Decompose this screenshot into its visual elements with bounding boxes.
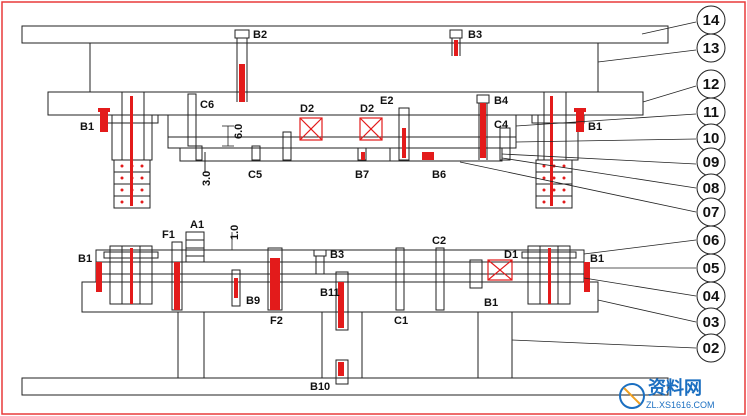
label-e2: E2 (380, 95, 393, 107)
label-dim-3: 3.0 (201, 171, 213, 186)
part-11: 11 (703, 104, 719, 121)
part-14: 14 (703, 12, 720, 29)
label-b3-top: B3 (468, 29, 482, 41)
bottom-clamp-plate (21, 377, 669, 396)
upper-backing-plate (47, 91, 644, 116)
label-dim-6: 6.0 (233, 124, 245, 139)
label-b3-low: B3 (330, 249, 344, 261)
die-plate-04 (95, 273, 585, 283)
part-07: 07 (703, 204, 720, 221)
label-a1: A1 (190, 219, 204, 231)
label-c4: C4 (494, 119, 509, 131)
watermark-logo: 资料网 ZL.XS1616.COM (619, 377, 715, 410)
label-c6: C6 (200, 99, 214, 111)
label-f2: F2 (270, 315, 283, 327)
d2-box-right (359, 117, 383, 141)
label-b1-mid-right: B1 (590, 253, 604, 265)
part-06: 06 (703, 232, 720, 249)
d1-box (487, 259, 513, 281)
part-09: 09 (703, 154, 720, 171)
watermark-url: ZL.XS1616.COM (646, 400, 715, 410)
part-10: 10 (703, 130, 720, 147)
part-12: 12 (703, 76, 720, 93)
label-b9: B9 (246, 295, 260, 307)
label-b2: B2 (253, 29, 267, 41)
label-b1-top-left: B1 (80, 121, 94, 133)
label-b1-mid-left: B1 (78, 253, 92, 265)
label-b6: B6 (432, 169, 446, 181)
label-d1: D1 (504, 249, 518, 261)
label-c1: C1 (394, 315, 408, 327)
label-b4: B4 (494, 95, 509, 107)
part-02: 02 (703, 340, 720, 357)
label-b11: B11 (320, 287, 340, 299)
label-f1: F1 (162, 229, 175, 241)
part-13: 13 (703, 40, 720, 57)
label-c5: C5 (248, 169, 262, 181)
part-04: 04 (703, 288, 720, 305)
top-clamp-plate (21, 25, 669, 44)
d2-box-left (299, 117, 323, 141)
watermark-title: 资料网 (648, 377, 702, 398)
label-d2-left: D2 (300, 103, 314, 115)
label-dim-1: 1.0 (229, 225, 241, 240)
part-08: 08 (703, 180, 720, 197)
label-d2-right: D2 (360, 103, 374, 115)
label-c2: C2 (432, 235, 446, 247)
part-03: 03 (703, 314, 720, 331)
label-b1-low: B1 (484, 297, 498, 309)
label-b7: B7 (355, 169, 369, 181)
stripper-plate (167, 136, 517, 149)
label-b10: B10 (310, 381, 330, 393)
stripper-backing-plate (167, 114, 517, 138)
label-b1-top-right: B1 (588, 121, 602, 133)
part-05: 05 (703, 260, 720, 277)
stripper-insert-plate (179, 147, 503, 162)
